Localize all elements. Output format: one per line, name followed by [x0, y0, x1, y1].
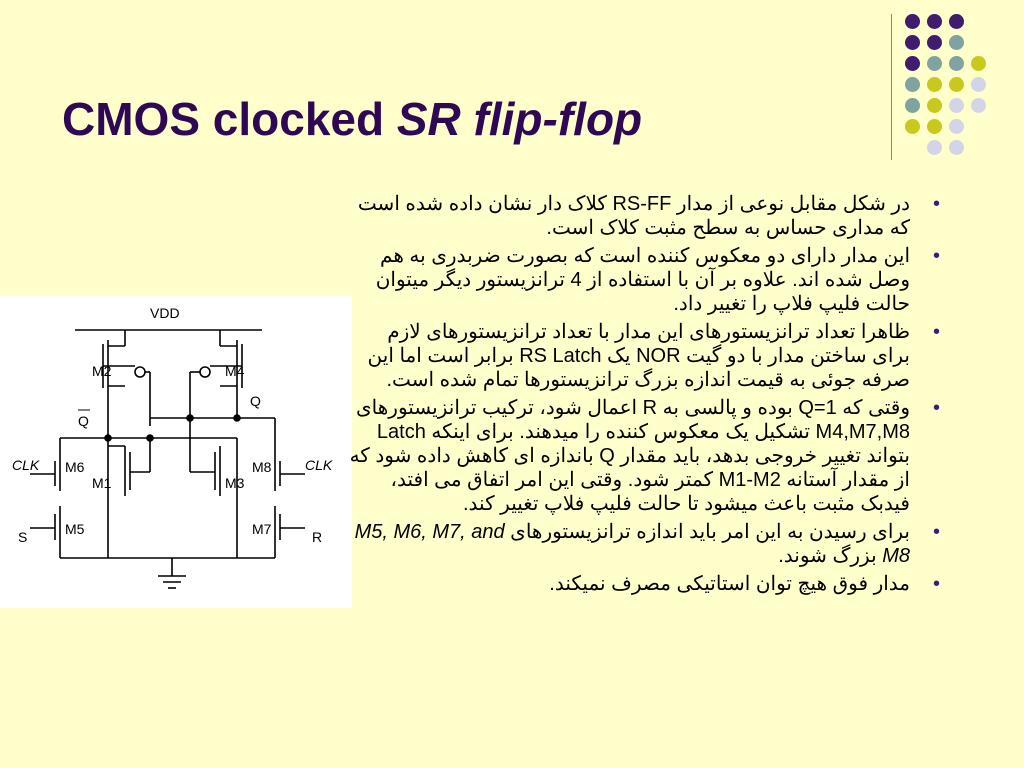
bullet-text-4: وقتی که Q=1 بوده و پالسی به R اعمال شود،… [349, 397, 910, 515]
q-label: Q [250, 393, 261, 409]
clk-left-label: CLK [12, 457, 40, 473]
vdd-label: VDD [150, 305, 180, 321]
decorative-dot [927, 119, 942, 134]
decorative-dot [949, 56, 964, 71]
decorative-dot [949, 140, 964, 155]
decorative-dot [905, 56, 920, 71]
bullet-text-6: مدار فوق هیچ توان استاتیکی مصرف نمیکند. [549, 573, 910, 595]
decorative-dot [927, 98, 942, 113]
slide-title: CMOS clocked SR flip-flop [62, 92, 642, 146]
decorative-dot [949, 14, 964, 29]
decorative-dot [905, 98, 920, 113]
bullet-text-2: این مدار دارای دو معکوس کننده است که بصو… [375, 245, 910, 315]
decorative-dot [905, 119, 920, 134]
title-divider [891, 14, 892, 160]
bullet-item-2: این مدار دارای دو معکوس کننده است که بصو… [345, 244, 940, 316]
decorative-dot [927, 35, 942, 50]
m2-label: M2 [92, 363, 112, 379]
circuit-diagram: VDD Q Q CLK CLK S R M2 M4 M1 M3 M6 M8 M5… [12, 305, 333, 589]
decorative-dot [927, 140, 942, 155]
decorative-dot [971, 56, 986, 71]
decorative-dot [949, 35, 964, 50]
m8-label: M8 [252, 459, 272, 475]
decorative-dot [905, 35, 920, 50]
decorative-dot [971, 98, 986, 113]
qbar-label: Q [78, 413, 89, 429]
bullet-item-6: مدار فوق هیچ توان استاتیکی مصرف نمیکند. [345, 572, 940, 596]
bullet-text-1: در شکل مقابل نوعی از مدار RS-FF کلاک دار… [357, 193, 910, 239]
m4-label: M4 [225, 363, 245, 379]
decorative-dot [927, 14, 942, 29]
m3-label: M3 [225, 475, 245, 491]
decorative-dot [949, 98, 964, 113]
decorative-dot [927, 77, 942, 92]
title-main: CMOS clocked [62, 93, 397, 145]
bullet-item-4: وقتی که Q=1 بوده و پالسی به R اعمال شود،… [345, 396, 940, 516]
decorative-dot [949, 119, 964, 134]
m6-label: M6 [65, 459, 85, 475]
decorative-dot [971, 77, 986, 92]
decorative-dot-grid [905, 14, 1020, 166]
title-italic: SR flip-flop [396, 93, 643, 145]
bullet-item-1: در شکل مقابل نوعی از مدار RS-FF کلاک دار… [345, 192, 940, 240]
bullet-item-3: ظاهرا تعداد ترانزیستورهای این مدار با تع… [345, 320, 940, 392]
bullet-5-transistors: M5, M6, M7, and M8 [354, 521, 910, 567]
decorative-dot [905, 14, 920, 29]
decorative-dot [949, 77, 964, 92]
s-label: S [18, 529, 27, 545]
bullet-list: در شکل مقابل نوعی از مدار RS-FF کلاک دار… [345, 192, 940, 600]
bullet-item-5: برای رسیدن به این امر باید اندازه ترانزی… [345, 520, 940, 568]
bullet-5-tail: بزرگ شوند. [778, 545, 883, 567]
decorative-dot [927, 56, 942, 71]
clk-right-label: CLK [305, 457, 333, 473]
r-label: R [312, 529, 322, 545]
bullet-text-5: برای رسیدن به این امر باید اندازه ترانزی… [504, 521, 910, 543]
m1-label: M1 [92, 475, 112, 491]
m5-label: M5 [65, 521, 85, 537]
m7-label: M7 [252, 521, 272, 537]
decorative-dot [905, 77, 920, 92]
cmos-sr-flipflop-circuit: VDD Q Q CLK CLK S R M2 M4 M1 M3 M6 M8 M5… [0, 296, 352, 608]
bullet-text-3: ظاهرا تعداد ترانزیستورهای این مدار با تع… [367, 321, 910, 391]
